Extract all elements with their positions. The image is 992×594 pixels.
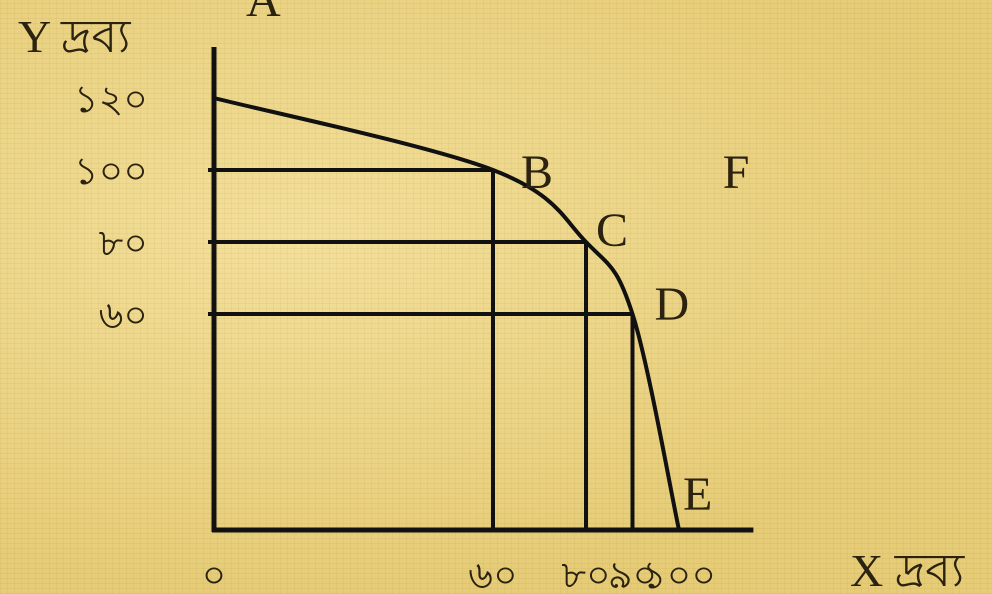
guide-lines (208, 168, 635, 530)
x-tick-label: ১০০ (642, 555, 716, 594)
y-axis-label: Y দ্রব্য (18, 11, 131, 62)
point-label-D: D (655, 278, 690, 331)
point-label-B: B (521, 146, 553, 199)
y-tick-label: ৮০ (99, 223, 148, 265)
point-labels: A BCD E F (246, 0, 750, 521)
point-label-A: A (246, 0, 281, 27)
point-label-F: F (723, 146, 750, 199)
y-tick-labels: ১২০ ১০০ ৮০ ৬০ (74, 79, 148, 337)
x-tick-label: ৮০ (561, 555, 610, 594)
point-label-E: E (683, 468, 712, 521)
y-tick-label: ১০০ (74, 151, 148, 193)
x-axis-label: X দ্রব্য (850, 545, 965, 594)
x-tick-label: ০ (202, 555, 227, 594)
x-tick-label: ৯০ (608, 555, 657, 594)
x-tick-label: ৬০ (468, 555, 517, 594)
point-label-C: C (596, 204, 628, 257)
ppf-curve (213, 96, 681, 531)
y-tick-label: ৬০ (99, 295, 148, 337)
y-tick-label: ১২০ (74, 79, 148, 121)
